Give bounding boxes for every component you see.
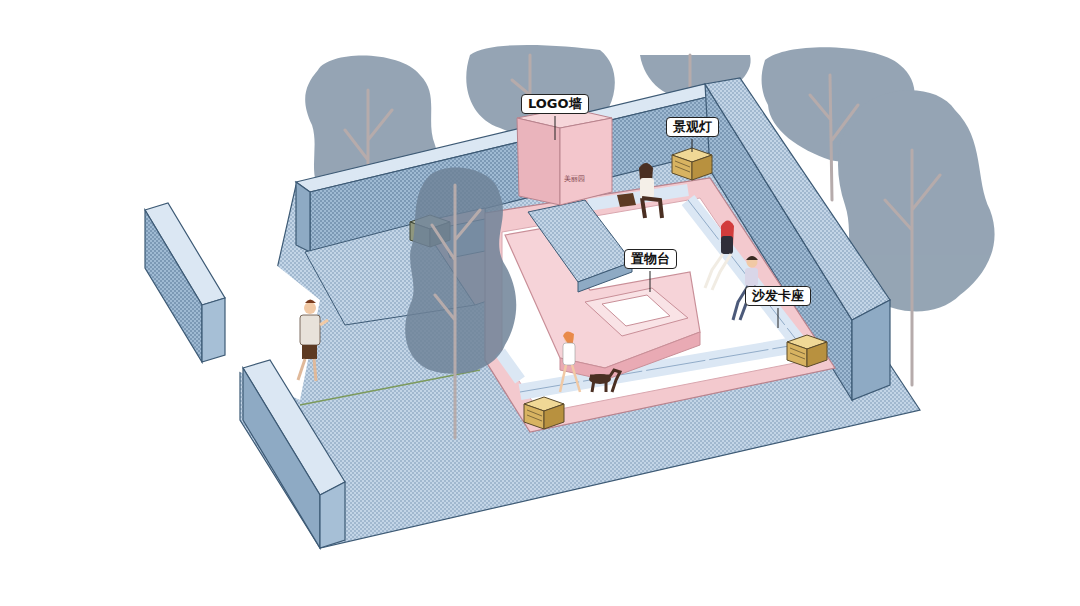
landscape-lamp [672, 148, 712, 180]
callout-text: 沙发卡座 [752, 288, 804, 304]
callout-label: 置物台 [624, 249, 677, 269]
logo-wall [517, 108, 612, 205]
wall-logo-text: 美丽园 [564, 174, 585, 184]
person-walking [298, 300, 328, 382]
person-sitting [617, 163, 662, 218]
callout-label: 景观灯 [666, 117, 719, 137]
front-wall [145, 203, 345, 548]
shelf-table [585, 288, 688, 336]
callout-text: LOGO墙 [528, 96, 582, 112]
landscape-lamp [524, 397, 564, 429]
tree-front [405, 168, 516, 438]
callout-text: 置物台 [631, 251, 670, 267]
plaza-floor [502, 198, 810, 413]
ground [240, 85, 920, 548]
landscape-lamp [787, 335, 827, 367]
plaza-border [485, 178, 835, 432]
callout-label: 沙发卡座 [745, 286, 811, 306]
callout-text: 景观灯 [673, 119, 712, 135]
person-with-dog [560, 331, 620, 392]
person-sitting [705, 221, 734, 291]
callout-label: LOGO墙 [521, 94, 589, 114]
